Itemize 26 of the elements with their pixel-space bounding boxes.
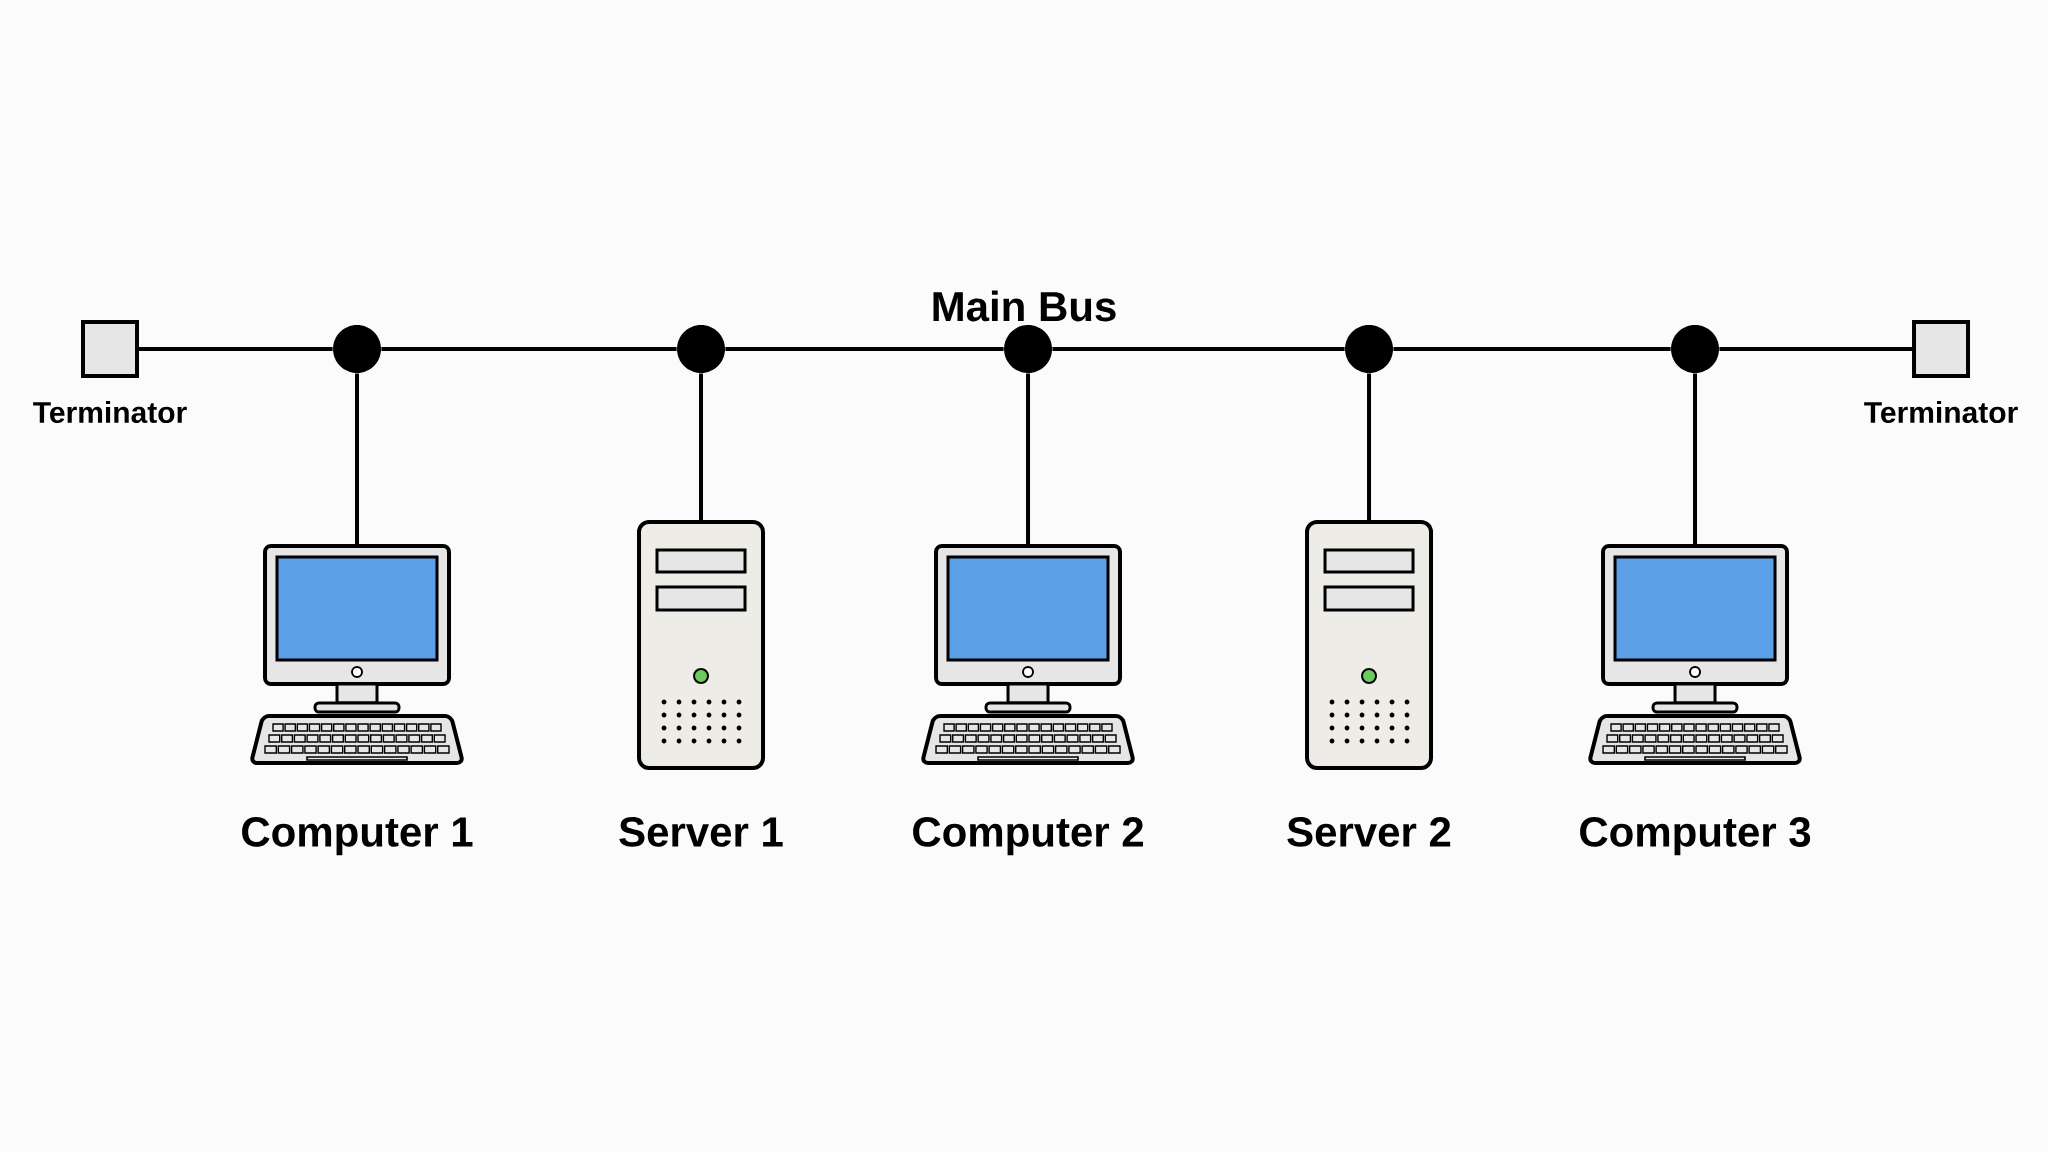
bus-line	[1719, 347, 1913, 351]
bus-line	[1052, 347, 1345, 351]
connector-line	[1693, 373, 1697, 546]
junction-dot	[677, 325, 725, 373]
junction-dot	[1345, 325, 1393, 373]
bus-line	[139, 347, 333, 351]
node-label: Terminator	[33, 401, 187, 424]
device-label: Server 1	[619, 817, 783, 847]
bus-line	[1393, 347, 1671, 351]
bus-line	[725, 347, 1004, 351]
junction-dot	[1004, 325, 1052, 373]
connector-line	[355, 373, 359, 546]
bus-label: Main Bus	[933, 290, 1116, 322]
junction-dot	[333, 325, 381, 373]
junction-dot	[1671, 325, 1720, 373]
terminator-box: Terminator	[1864, 320, 2018, 424]
device-label: Computer 2	[913, 817, 1143, 856]
bus-line	[381, 347, 677, 351]
connector-line	[1367, 373, 1371, 522]
connector-line	[1026, 373, 1030, 546]
device-label: Computer 1	[242, 817, 473, 856]
device-label: Computer 3	[1580, 817, 1811, 856]
device-label: Server 2	[1287, 817, 1451, 847]
connector-line	[699, 373, 703, 522]
terminator-box: Terminator	[33, 320, 187, 424]
node-label: Terminator	[1864, 401, 2018, 424]
